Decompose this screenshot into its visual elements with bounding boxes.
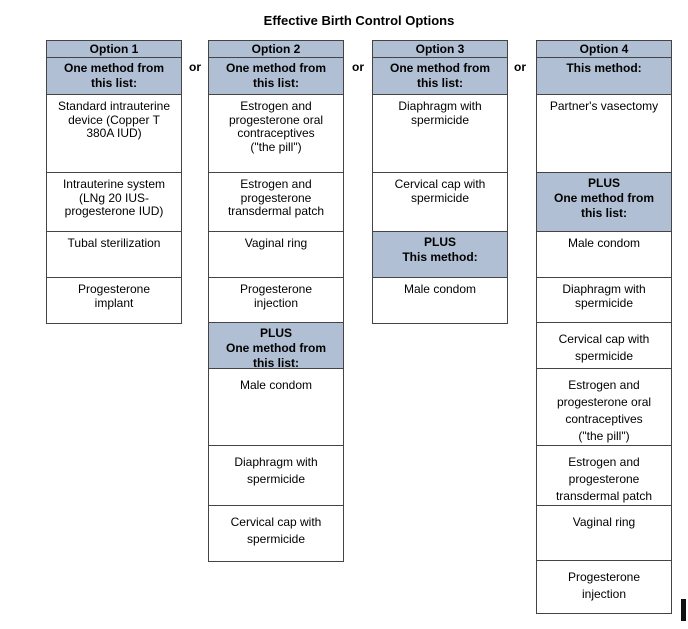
method-cell: Cervical cap with spermicide bbox=[230, 515, 322, 546]
method-cell: Estrogen and progesterone transdermal pa… bbox=[537, 446, 671, 506]
method-cell: Male condom bbox=[209, 369, 343, 446]
method-cell: Tubal sterilization bbox=[47, 232, 181, 278]
instruction-header: One method from this list: bbox=[209, 58, 343, 95]
method-cell: Progesterone injection bbox=[567, 570, 641, 601]
instruction-header: This method: bbox=[537, 58, 671, 95]
option-header: Option 3 bbox=[373, 41, 507, 58]
text-cursor-artifact bbox=[681, 599, 686, 621]
method-cell: Estrogen and progesterone oral contracep… bbox=[209, 95, 343, 173]
method-cell: Intrauterine system (LNg 20 IUS- progest… bbox=[47, 173, 181, 232]
method-cell: Vaginal ring bbox=[537, 506, 671, 561]
instruction-header: One method from this list: bbox=[47, 58, 181, 95]
method-cell: Progesterone injection bbox=[209, 278, 343, 323]
method-cell: Partner's vasectomy bbox=[537, 95, 671, 173]
option-header: Option 4 bbox=[537, 41, 671, 58]
method-cell: Diaphragm with spermicide bbox=[537, 278, 671, 323]
method-cell: Estrogen and progesterone transdermal pa… bbox=[209, 173, 343, 232]
method-cell: Male condom bbox=[537, 232, 671, 278]
instruction-header: PLUS One method from this list: bbox=[209, 323, 343, 369]
instruction-header: One method from this list: bbox=[373, 58, 507, 95]
figure-title: Effective Birth Control Options bbox=[263, 13, 455, 28]
or-separator-1: or bbox=[189, 60, 201, 74]
method-cell: Cervical cap with spermicide bbox=[373, 173, 507, 232]
method-cell: Estrogen and progesterone oral contracep… bbox=[537, 369, 671, 446]
instruction-header: PLUS This method: bbox=[373, 232, 507, 278]
method-cell: Progesterone implant bbox=[77, 282, 151, 310]
option-header: Option 1 bbox=[47, 41, 181, 58]
option-header: Option 2 bbox=[209, 41, 343, 58]
or-separator-2: or bbox=[352, 60, 364, 74]
method-cell: Standard intrauterine device (Copper T 3… bbox=[47, 95, 181, 173]
method-cell: Diaphragm with spermicide bbox=[209, 446, 343, 506]
method-cell: Vaginal ring bbox=[209, 232, 343, 278]
method-cell: Diaphragm with spermicide bbox=[373, 95, 507, 173]
or-separator-3: or bbox=[514, 60, 526, 74]
method-cell: Male condom bbox=[403, 282, 477, 296]
instruction-header: PLUS One method from this list: bbox=[537, 173, 671, 232]
method-cell: Cervical cap with spermicide bbox=[537, 323, 671, 369]
